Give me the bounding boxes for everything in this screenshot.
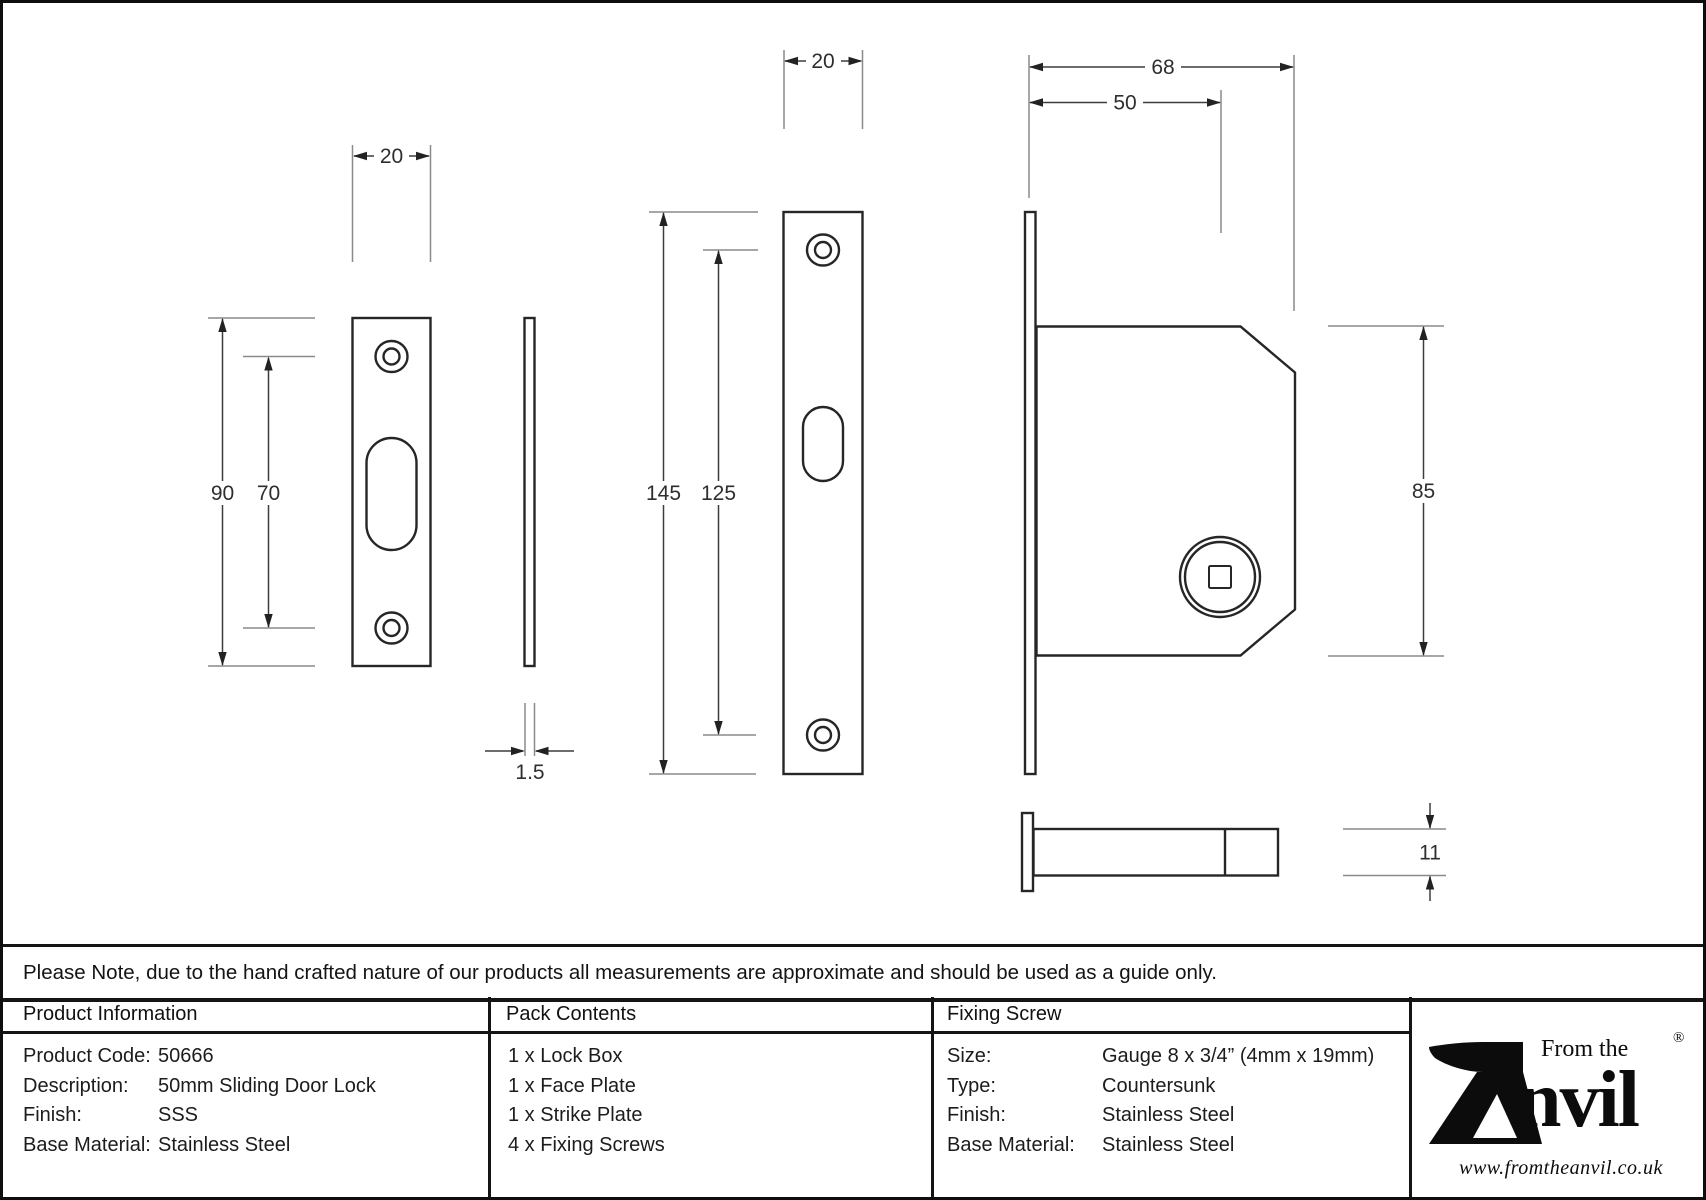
dimension-label: 145 <box>646 482 681 505</box>
pack-item: 4 x Fixing Screws <box>508 1134 665 1156</box>
strike-plate-thickness-dimension: 1.5 <box>485 703 574 784</box>
finish-label: Finish: <box>23 1104 82 1126</box>
header-product-information: Product Information <box>23 1003 198 1025</box>
screw-hole-icon <box>805 233 841 267</box>
dimension-label: 125 <box>701 482 736 505</box>
screw-size-label: Size: <box>947 1045 992 1067</box>
strike-plate-front-view <box>351 316 432 668</box>
screw-size-value: Gauge 8 x 3/4” (4mm x 19mm) <box>1102 1045 1375 1067</box>
lock-top-view <box>1020 811 1280 893</box>
dimension-label: 70 <box>257 482 280 505</box>
finish-value: SSS <box>158 1104 199 1126</box>
dimension-label: 20 <box>811 50 834 73</box>
screw-hole-icon <box>374 339 409 374</box>
lock-box-dimensions: 68 50 85 <box>1028 55 1444 657</box>
screw-finish-value: Stainless Steel <box>1102 1104 1235 1126</box>
lock-thickness-dimension: 11 <box>1343 803 1446 901</box>
lock-box-front-view <box>1023 210 1297 776</box>
screw-base-material-label: Base Material: <box>947 1134 1075 1156</box>
base-material-label: Base Material: <box>23 1134 151 1156</box>
pack-item: 1 x Lock Box <box>508 1045 623 1067</box>
pack-item: 1 x Face Plate <box>508 1075 636 1097</box>
measurement-note: Please Note, due to the hand crafted nat… <box>3 944 1703 1002</box>
logo-tagline: From the <box>1541 1036 1628 1062</box>
table-divider <box>931 997 934 1197</box>
bolt-slot <box>801 405 845 483</box>
dimension-label: 50 <box>1113 92 1136 115</box>
face-plate-dimensions: 20 145 125 <box>642 49 864 775</box>
logo-brand-text: nvil <box>1517 1056 1639 1144</box>
registered-trademark-icon: ® <box>1673 1030 1684 1046</box>
anvil-icon <box>1428 1041 1542 1144</box>
spindle-square <box>1208 565 1232 589</box>
product-code-value: 50666 <box>158 1045 214 1067</box>
note-text: Please Note, due to the hand crafted nat… <box>23 960 1217 984</box>
table-divider <box>488 997 491 1197</box>
table-divider <box>1409 997 1412 1197</box>
pack-item: 1 x Strike Plate <box>508 1104 643 1126</box>
description-value: 50mm Sliding Door Lock <box>158 1075 376 1097</box>
dimension-label: 68 <box>1151 56 1174 79</box>
technical-drawing: 20 90 70 1.5 <box>206 49 1446 901</box>
screw-type-label: Type: <box>947 1075 996 1097</box>
dimension-label: 1.5 <box>515 761 544 784</box>
screw-hole-icon <box>805 718 841 752</box>
bolt-slot <box>365 436 418 552</box>
screw-type-value: Countersunk <box>1102 1075 1216 1097</box>
logo-website: www.fromtheanvil.co.uk <box>1459 1157 1663 1179</box>
face-plate-front-view <box>782 210 864 776</box>
dimension-label: 85 <box>1412 480 1435 503</box>
dimension-label: 11 <box>1419 842 1441 865</box>
dimension-label: 90 <box>211 482 234 505</box>
description-label: Description: <box>23 1075 129 1097</box>
table-header-underline <box>3 1031 1412 1034</box>
product-code-label: Product Code: <box>23 1045 151 1067</box>
header-pack-contents: Pack Contents <box>506 1003 637 1025</box>
strike-plate-dimensions: 20 90 70 <box>206 144 432 667</box>
base-material-value: Stainless Steel <box>158 1134 291 1156</box>
screw-hole-icon <box>374 611 409 645</box>
screw-finish-label: Finish: <box>947 1104 1006 1126</box>
from-the-anvil-logo: From the nvil ® www.fromtheanvil.co.uk <box>1428 1030 1684 1179</box>
strike-plate-side-view <box>523 316 536 668</box>
spindle-hole <box>1178 535 1262 619</box>
header-fixing-screw: Fixing Screw <box>947 1003 1062 1025</box>
dimension-label: 20 <box>380 145 403 168</box>
screw-base-material-value: Stainless Steel <box>1102 1134 1235 1156</box>
brand-logo: From the nvil ® www.fromtheanvil.co.uk <box>1415 997 1703 1197</box>
